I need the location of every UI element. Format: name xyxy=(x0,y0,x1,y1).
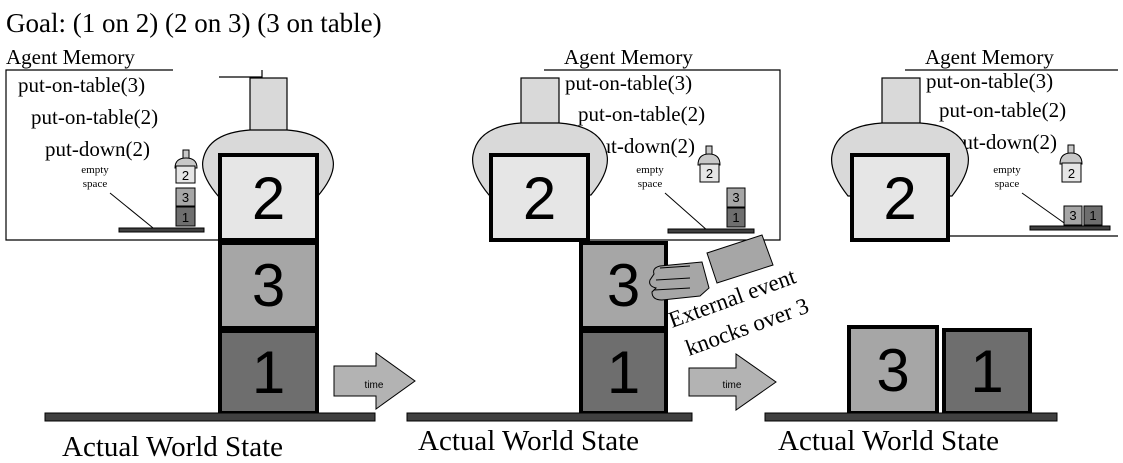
mini-gripper: 2 xyxy=(697,145,721,183)
memory-line: put-on-table(2) xyxy=(31,105,158,129)
memory-title: Agent Memory xyxy=(925,45,1054,69)
mini-block-label: 3 xyxy=(732,190,739,205)
mini-block-label: 2 xyxy=(1068,166,1075,181)
mini-block xyxy=(726,207,746,228)
world-block-label: 3 xyxy=(876,337,909,404)
empty-space-label: space xyxy=(995,178,1020,190)
gripper-neck xyxy=(249,77,288,139)
memory-line: put-on-table(2) xyxy=(578,102,705,126)
panel-caption: Actual World State xyxy=(62,431,283,463)
mini-block xyxy=(1083,205,1103,226)
memory-title: Agent Memory xyxy=(564,45,693,69)
world-table xyxy=(406,412,693,422)
gripper-neck xyxy=(881,77,921,131)
mini-table xyxy=(1029,225,1111,231)
world-block xyxy=(218,241,319,330)
memory-box-top xyxy=(219,70,263,78)
empty-space-label: empty xyxy=(81,164,109,176)
mini-block xyxy=(699,163,720,183)
world-table xyxy=(44,412,376,422)
world-block-label: 1 xyxy=(607,339,640,406)
empty-space-label: empty xyxy=(993,164,1021,176)
memory-box-outline xyxy=(544,69,781,241)
memory-title: Agent Memory xyxy=(6,45,135,69)
mini-block xyxy=(175,165,196,184)
mini-block-label: 3 xyxy=(182,190,189,205)
time-arrow-label: time xyxy=(365,380,384,391)
memory-line: put-on-table(3) xyxy=(18,73,145,97)
empty-space-pointer xyxy=(109,192,159,233)
mini-table xyxy=(118,227,205,233)
held-block-label: 2 xyxy=(252,165,285,232)
panel-3: Agent Memory put-on-table(3) put-on-tabl… xyxy=(764,45,1118,457)
panel-1: Agent Memory put-on-table(3) put-on-tabl… xyxy=(5,45,376,463)
mini-gripper: 2 xyxy=(174,149,198,184)
external-hand-icon xyxy=(649,234,774,301)
world-table xyxy=(764,412,1058,422)
time-arrow: time xyxy=(333,352,416,410)
mini-block-label: 2 xyxy=(182,168,189,183)
empty-space-pointer xyxy=(1021,192,1068,226)
world-block-label: 3 xyxy=(607,252,640,319)
held-block xyxy=(218,153,319,242)
memory-line: put-down(2) xyxy=(952,130,1057,154)
held-block xyxy=(489,153,590,242)
time-arrow-shape xyxy=(688,353,777,411)
mini-block xyxy=(175,206,196,227)
mini-block-label: 2 xyxy=(706,166,713,181)
mini-gripper: 2 xyxy=(1059,144,1083,183)
mini-block xyxy=(1061,162,1082,183)
empty-space-label: empty xyxy=(636,164,664,176)
panel-caption: Actual World State xyxy=(778,425,999,457)
mini-block-label: 3 xyxy=(1069,208,1076,223)
time-arrow-label: time xyxy=(723,380,742,391)
mini-block-label: 1 xyxy=(182,210,189,225)
world-block-label: 1 xyxy=(970,338,1003,405)
held-block-label: 2 xyxy=(523,165,556,232)
mini-block xyxy=(175,187,196,207)
panel-caption: Actual World State xyxy=(418,425,639,457)
memory-line: put-on-table(3) xyxy=(565,71,692,95)
empty-space-label: space xyxy=(83,178,108,190)
memory-box-outline xyxy=(5,69,219,241)
empty-space-pointer xyxy=(664,192,709,232)
panel-2: Agent Memory put-on-table(3) put-on-tabl… xyxy=(406,45,812,457)
gripper-neck xyxy=(520,77,560,131)
memory-line: put-on-table(3) xyxy=(926,69,1053,93)
world-block-label: 1 xyxy=(252,339,285,406)
world-block-label: 3 xyxy=(252,252,285,319)
time-arrow: time xyxy=(688,353,777,411)
memory-line: put-down(2) xyxy=(45,137,150,161)
time-arrow-shape xyxy=(333,352,416,410)
mini-block xyxy=(1063,205,1083,226)
mini-block xyxy=(726,187,746,208)
held-block-label: 2 xyxy=(883,165,916,232)
memory-line: put-down(2) xyxy=(590,134,695,158)
held-block xyxy=(850,153,950,242)
memory-line: put-on-table(2) xyxy=(939,98,1066,122)
world-block xyxy=(218,329,319,415)
world-block xyxy=(942,328,1032,415)
mini-block-label: 1 xyxy=(1089,208,1096,223)
empty-space-label: space xyxy=(638,178,663,190)
goal-text: Goal: (1 on 2) (2 on 3) (3 on table) xyxy=(6,8,382,38)
mini-block-label: 1 xyxy=(732,210,739,225)
mini-table xyxy=(667,228,755,234)
